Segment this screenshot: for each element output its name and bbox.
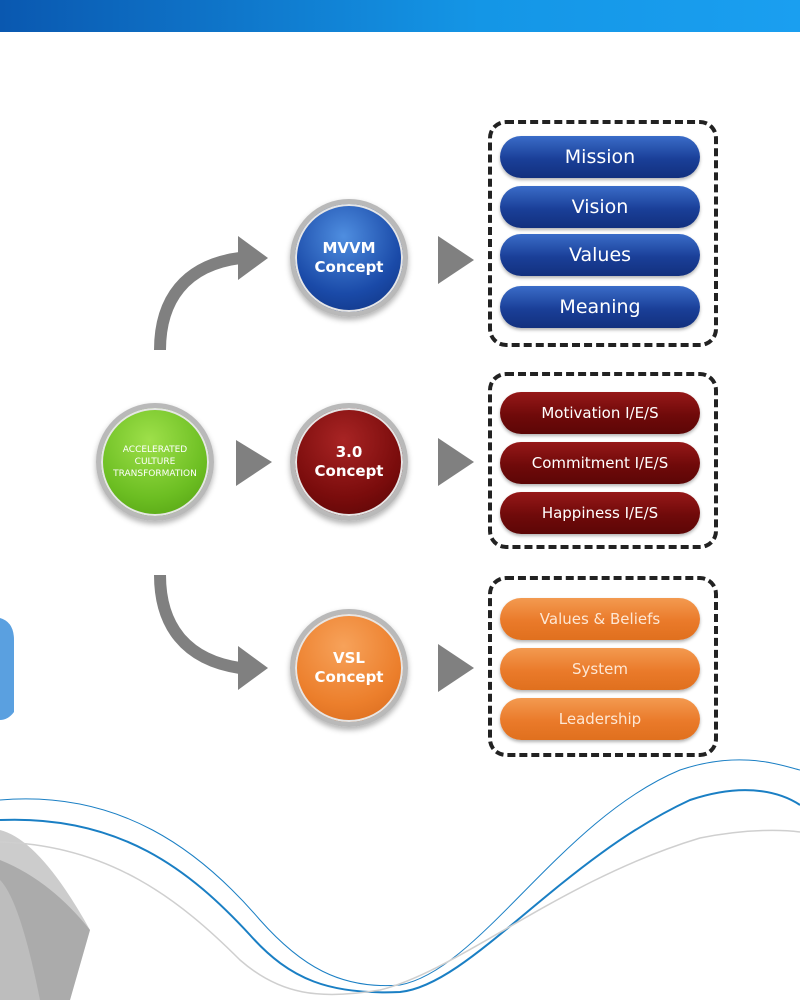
item-commitment: Commitment I/E/S <box>500 442 700 484</box>
item-meaning: Meaning <box>500 286 700 328</box>
arrow-triangle-icon <box>438 236 474 284</box>
item-happiness: Happiness I/E/S <box>500 492 700 534</box>
header-bar <box>0 0 800 32</box>
vsl-concept-circle: VSL Concept <box>290 609 408 727</box>
concept-title: MVVM <box>322 239 376 257</box>
item-values-beliefs: Values & Beliefs <box>500 598 700 640</box>
mvvm-concept-circle: MVVM Concept <box>290 199 408 317</box>
item-values: Values <box>500 234 700 276</box>
arrowhead-icon <box>238 236 268 280</box>
arrowhead-icon <box>238 646 268 690</box>
3-0-items-group <box>488 372 718 549</box>
3-0-concept-circle: 3.0 Concept <box>290 403 408 521</box>
wave-line <box>0 829 800 996</box>
arrow-triangle-icon <box>438 438 474 486</box>
arrow-triangle-icon <box>438 644 474 692</box>
concept-subtitle: Concept <box>314 668 384 686</box>
curved-arrow-down <box>154 574 241 674</box>
concept-title: 3.0 <box>335 443 363 461</box>
center-label-line: ACCELERATED <box>122 445 188 455</box>
wave-line <box>0 789 800 994</box>
center-label-line: TRANSFORMATION <box>113 469 197 479</box>
concept-subtitle: Concept <box>314 258 384 276</box>
vsl-items-group <box>488 576 718 757</box>
item-vision: Vision <box>500 186 700 228</box>
concept-subtitle: Concept <box>314 462 384 480</box>
arrow-triangle-icon <box>236 440 272 486</box>
wave-line <box>0 759 800 987</box>
mvvm-items-group <box>488 120 718 347</box>
item-system: System <box>500 648 700 690</box>
item-mission: Mission <box>500 136 700 178</box>
item-motivation: Motivation I/E/S <box>500 392 700 434</box>
item-leadership: Leadership <box>500 698 700 740</box>
center-circle-accelerated-culture-transformation: ACCELERATED CULTURE TRANSFORMATION <box>96 403 214 521</box>
concept-title: VSL <box>333 649 365 667</box>
curved-arrow-up <box>154 252 241 351</box>
blue-cylinder-decoration <box>0 618 14 720</box>
center-label-line: CULTURE <box>134 457 176 467</box>
